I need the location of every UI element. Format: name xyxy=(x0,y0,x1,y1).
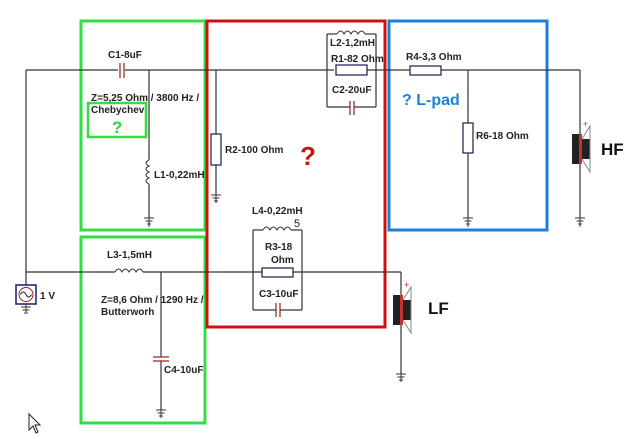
highpass-question-mark: ? xyxy=(112,118,122,137)
l3-label: L3-1,5mH xyxy=(107,250,152,261)
r2-label: R2-100 Ohm xyxy=(225,145,283,156)
highpass-spec-line2: Chebychev xyxy=(91,105,145,116)
l2-label: L2-1,2mH xyxy=(330,38,375,49)
lf-speaker-label: LF xyxy=(428,299,449,318)
source-label: 1 V xyxy=(40,291,55,302)
ground-icon xyxy=(463,217,473,227)
c4-label: C4-10uF xyxy=(164,365,203,376)
lf-polarity: + xyxy=(404,280,409,290)
highpass-spec-line1: Z=5,25 Ohm / 3800 Hz / xyxy=(91,93,199,104)
l3-inductor xyxy=(114,268,144,273)
r3-label-line1: R3-18 xyxy=(265,242,293,253)
l2-r1-c2-network xyxy=(326,30,377,115)
l1-inductor xyxy=(145,159,151,185)
ground-icon xyxy=(144,217,154,227)
r6-resistor xyxy=(462,122,474,154)
highpass-filter-box xyxy=(79,19,207,232)
r4-resistor xyxy=(409,65,442,76)
l4-r3-c3-network xyxy=(252,226,303,317)
lowpass-spec-line2: Butterworh xyxy=(101,307,154,318)
hf-speaker-label: HF xyxy=(601,140,624,159)
hf-speaker-icon: + xyxy=(572,119,591,174)
lowpass-filter-box xyxy=(79,235,207,425)
c1-label: C1-8uF xyxy=(108,50,142,61)
r2-resistor xyxy=(210,133,222,166)
lowpass-spec-line1: Z=8,6 Ohm / 1290 Hz / xyxy=(101,295,204,306)
c2-label: C2-20uF xyxy=(332,85,371,96)
ground-icon xyxy=(575,217,585,227)
ground-icon xyxy=(211,194,221,203)
l1-label: L1-0,22mH xyxy=(154,170,205,181)
c3-label: C3-10uF xyxy=(259,289,298,300)
l4-note: 5 xyxy=(294,218,300,230)
hf-polarity: + xyxy=(583,119,588,129)
lpad-title: ? L-pad xyxy=(402,92,460,109)
lf-speaker-icon: + xyxy=(393,280,412,335)
middle-question-mark: ? xyxy=(300,141,316,171)
r1-label: R1-82 Ohm xyxy=(331,54,384,65)
r6-label: R6-18 Ohm xyxy=(476,131,529,142)
lpad-box xyxy=(387,19,549,232)
ground-icon xyxy=(396,373,406,382)
ground-icon xyxy=(156,409,166,418)
c1-capacitor xyxy=(119,63,125,78)
r3-label-line2: Ohm xyxy=(271,255,294,266)
chebychev-question-box xyxy=(86,101,148,139)
compensation-network-box xyxy=(205,19,387,329)
ac-source-icon xyxy=(15,284,37,314)
r4-label: R4-3,3 Ohm xyxy=(406,52,462,63)
mouse-cursor-icon xyxy=(28,412,42,434)
l4-label: L4-0,22mH xyxy=(252,206,303,217)
